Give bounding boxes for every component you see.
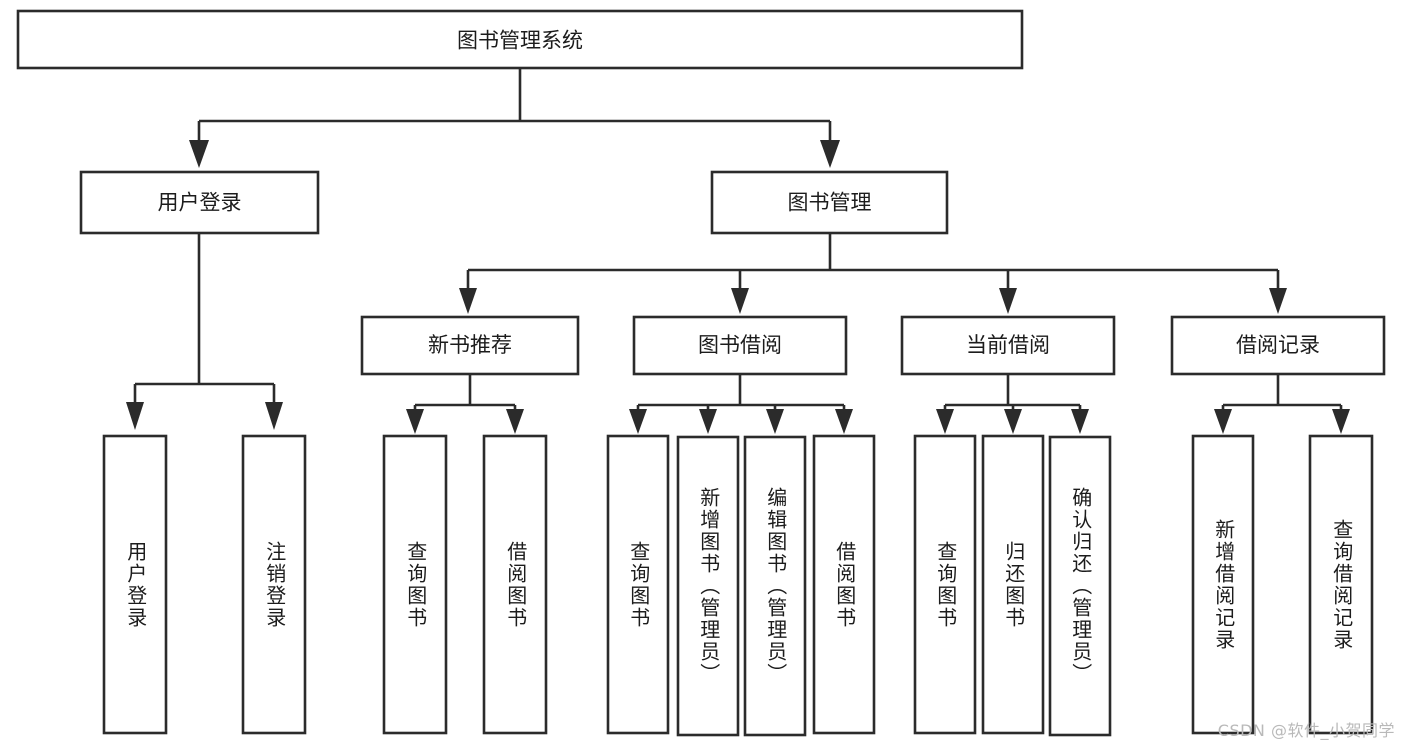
arrow-head-book-borrow: [731, 288, 749, 314]
csdn-watermark: CSDN @软件_小贺同学: [1217, 721, 1395, 740]
node-new-book-recommend-label: 新书推荐: [428, 333, 512, 357]
node-user-login-label: 用户登录: [158, 191, 242, 215]
leaf-box-user-login-1[interactable]: [102, 434, 168, 735]
arrow-head-leaf-user-login-1: [126, 402, 144, 430]
node-root-box[interactable]: [16, 9, 1024, 70]
leaf-box-user-login-2[interactable]: [241, 434, 307, 735]
arrow-head-leaf-cb-2: [1004, 409, 1022, 434]
arrow-head-leaf-bb-2: [699, 409, 717, 434]
leaf-box-cb-1[interactable]: [913, 434, 977, 735]
arrow-head-book-mgmt: [820, 140, 840, 168]
arrow-head-leaf-bb-3: [766, 409, 784, 434]
node-borrow-record-box[interactable]: [1170, 315, 1386, 376]
node-book-borrow-label: 图书借阅: [698, 333, 782, 357]
arrow-head-leaf-br-1: [1214, 409, 1232, 434]
node-book-mgmt-label: 图书管理: [788, 191, 872, 215]
arrow-head-leaf-cb-1: [936, 409, 954, 434]
node-current-borrow-label: 当前借阅: [966, 333, 1050, 357]
node-book-borrow-box[interactable]: [632, 315, 848, 376]
arrow-head-leaf-bb-1: [629, 409, 647, 434]
leaf-box-bb-3[interactable]: [743, 435, 807, 737]
arrow-head-leaf-nbr-1: [406, 409, 424, 434]
arrow-head-leaf-user-login-2: [265, 402, 283, 430]
leaf-box-bb-4[interactable]: [812, 434, 876, 735]
leaf-box-cb-3[interactable]: [1048, 435, 1112, 737]
node-root-label: 图书管理系统: [457, 29, 583, 53]
node-book-mgmt-box[interactable]: [710, 170, 949, 235]
arrow-head-borrow-record: [1269, 288, 1287, 314]
arrow-head-current-borrow: [999, 288, 1017, 314]
arrow-head-leaf-bb-4: [835, 409, 853, 434]
leaf-box-bb-1[interactable]: [606, 434, 670, 735]
node-current-borrow-box[interactable]: [900, 315, 1116, 376]
arrow-head-leaf-br-2: [1332, 409, 1350, 434]
leaf-box-br-1[interactable]: [1191, 434, 1255, 735]
arrow-head-new-book-recommend: [459, 288, 477, 314]
node-new-book-recommend-box[interactable]: [360, 315, 580, 376]
arrow-head-user-login: [189, 140, 209, 168]
arrow-head-leaf-nbr-2: [506, 409, 524, 434]
node-borrow-record-label: 借阅记录: [1236, 333, 1320, 357]
arrow-head-leaf-cb-3: [1071, 409, 1089, 434]
leaf-box-cb-2[interactable]: [981, 434, 1045, 735]
leaf-box-bb-2[interactable]: [676, 435, 740, 737]
leaf-box-nbr-2[interactable]: [482, 434, 548, 735]
leaf-box-br-2[interactable]: [1308, 434, 1374, 735]
leaf-box-nbr-1[interactable]: [382, 434, 448, 735]
